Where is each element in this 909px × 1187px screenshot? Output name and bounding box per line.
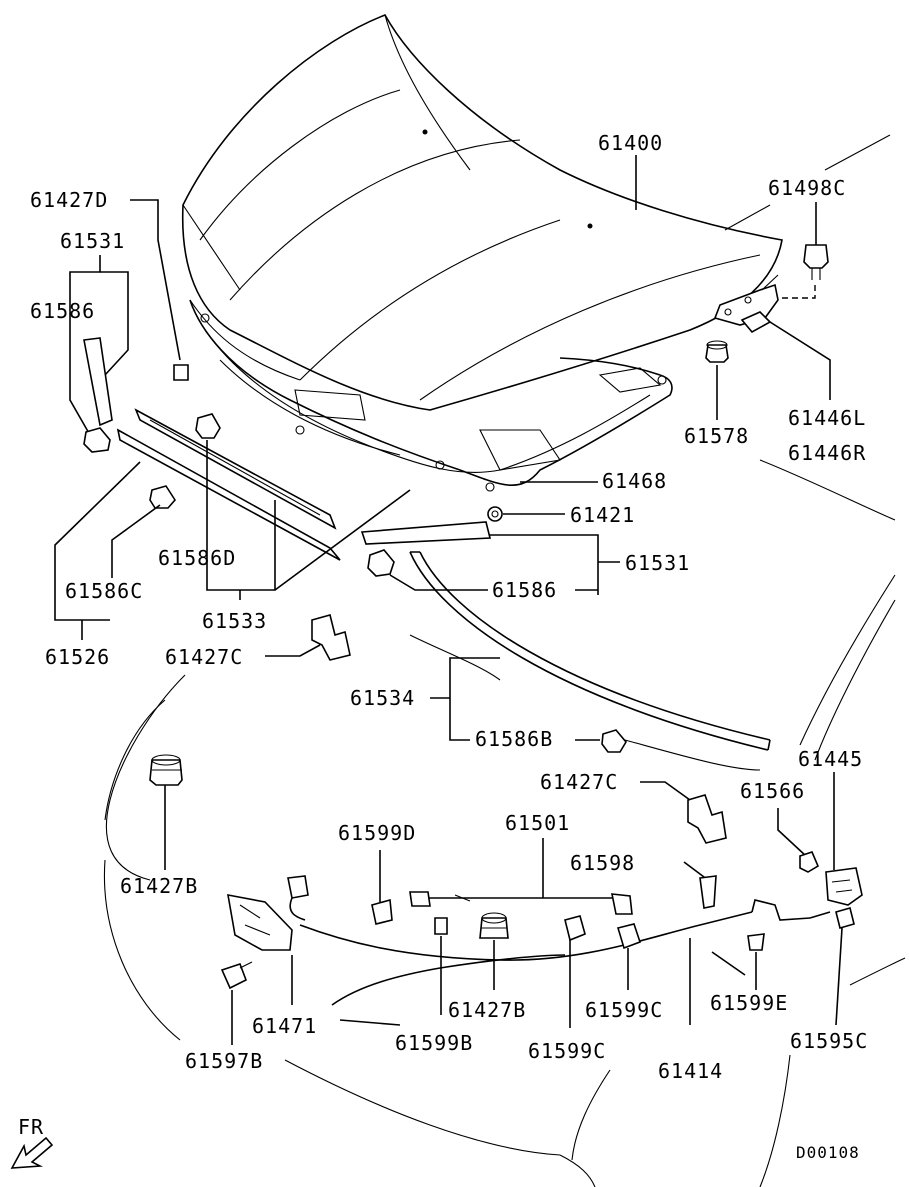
clip-61598	[699, 875, 717, 909]
label-61400: 61400	[598, 131, 663, 155]
leader-61586-left	[69, 255, 101, 436]
label-61427d: 61427D	[30, 188, 108, 212]
label-61598: 61598	[570, 851, 635, 875]
seal-61533	[116, 408, 341, 561]
label-61468: 61468	[602, 469, 667, 493]
label-61534: 61534	[350, 686, 415, 710]
leader-61599e-b	[711, 951, 746, 976]
label-61595c: 61595C	[790, 1029, 868, 1053]
label-61533: 61533	[202, 609, 267, 633]
leader-61566	[777, 808, 807, 857]
label-61578: 61578	[684, 424, 749, 448]
clip-61586b	[601, 729, 627, 753]
label-61586b: 61586B	[475, 727, 553, 751]
leader-61531-right	[490, 534, 599, 595]
clip-61586-right	[367, 549, 395, 577]
label-61531-right: 61531	[625, 551, 690, 575]
bumper-61427b-left	[149, 754, 183, 786]
bolt-61597b	[220, 961, 253, 990]
label-61427c-left: 61427C	[165, 645, 243, 669]
label-61566: 61566	[740, 779, 805, 803]
label-61586c: 61586C	[65, 579, 143, 603]
hood-inner-frame	[189, 299, 673, 492]
latch-61445	[825, 867, 863, 906]
clip-61599c-center	[564, 915, 586, 942]
bracket-61427c-left	[311, 614, 351, 661]
label-61427b-left: 61427B	[120, 874, 198, 898]
label-61446r: 61446R	[788, 441, 866, 465]
leader-61595c	[835, 927, 843, 1026]
clip-61427d	[173, 364, 189, 381]
leader-61531-left	[100, 271, 129, 376]
clip-61599c-right	[616, 923, 642, 950]
label-61498c: 61498C	[768, 176, 846, 200]
seal-61531-right	[360, 521, 492, 545]
diagram-code: D00108	[796, 1143, 860, 1162]
leader-61586c	[111, 504, 161, 578]
leader-61427c-left	[265, 644, 321, 657]
bracket-61427c-right	[687, 794, 727, 844]
label-61427b-center: 61427B	[448, 998, 526, 1022]
release-cable-61501	[409, 891, 633, 915]
label-61599d: 61599D	[338, 821, 416, 845]
hood-bumper-61578	[705, 340, 729, 363]
label-61586-left: 61586	[30, 299, 95, 323]
clip-61595c	[835, 907, 855, 929]
cable-61414	[299, 899, 831, 961]
leader-61427c-right	[640, 781, 691, 801]
front-direction-label: FR	[18, 1115, 44, 1139]
hood-hinge	[713, 244, 829, 334]
label-61446l: 61446L	[788, 406, 866, 430]
label-61421: 61421	[570, 503, 635, 527]
label-61471: 61471	[252, 1014, 317, 1038]
leader-61471-b	[339, 1019, 401, 1026]
bumper-61427b-center	[479, 912, 509, 939]
clip-61586-left	[83, 427, 111, 453]
clip-61599b	[434, 917, 448, 935]
leader-61446	[769, 321, 831, 400]
label-61599b: 61599B	[395, 1031, 473, 1055]
front-direction-arrow-icon	[10, 1136, 54, 1169]
bolt-61566	[799, 851, 820, 873]
hood-panel	[181, 14, 783, 411]
label-61501: 61501	[505, 811, 570, 835]
grommet-61421	[487, 506, 503, 522]
label-61414: 61414	[658, 1059, 723, 1083]
leader-61471-c	[331, 954, 566, 1006]
label-61599e: 61599E	[710, 991, 788, 1015]
leader-61586-right	[389, 574, 488, 591]
label-61586d: 61586D	[158, 546, 236, 570]
label-61445: 61445	[798, 747, 863, 771]
seal-61534	[409, 551, 771, 751]
seal-61531-left	[83, 337, 113, 427]
label-61597b: 61597B	[185, 1049, 263, 1073]
label-61427c-right: 61427C	[540, 770, 618, 794]
clip-61586c	[149, 485, 176, 509]
vehicle-outline	[103, 134, 906, 1187]
clip-61599d	[371, 898, 393, 925]
leader-61533-c	[274, 489, 411, 591]
leader-61533-a	[206, 500, 276, 591]
label-61599c-right: 61599C	[585, 998, 663, 1022]
label-61531-left: 61531	[60, 229, 125, 253]
label-61526: 61526	[45, 645, 110, 669]
clip-61586d	[195, 413, 221, 439]
clip-61599e	[747, 933, 765, 951]
label-61599c-lower: 61599C	[528, 1039, 606, 1063]
leader-61534	[449, 657, 500, 741]
hood-lock-61471	[227, 875, 309, 951]
leader-61427d	[130, 199, 181, 361]
label-61586-right: 61586	[492, 578, 557, 602]
